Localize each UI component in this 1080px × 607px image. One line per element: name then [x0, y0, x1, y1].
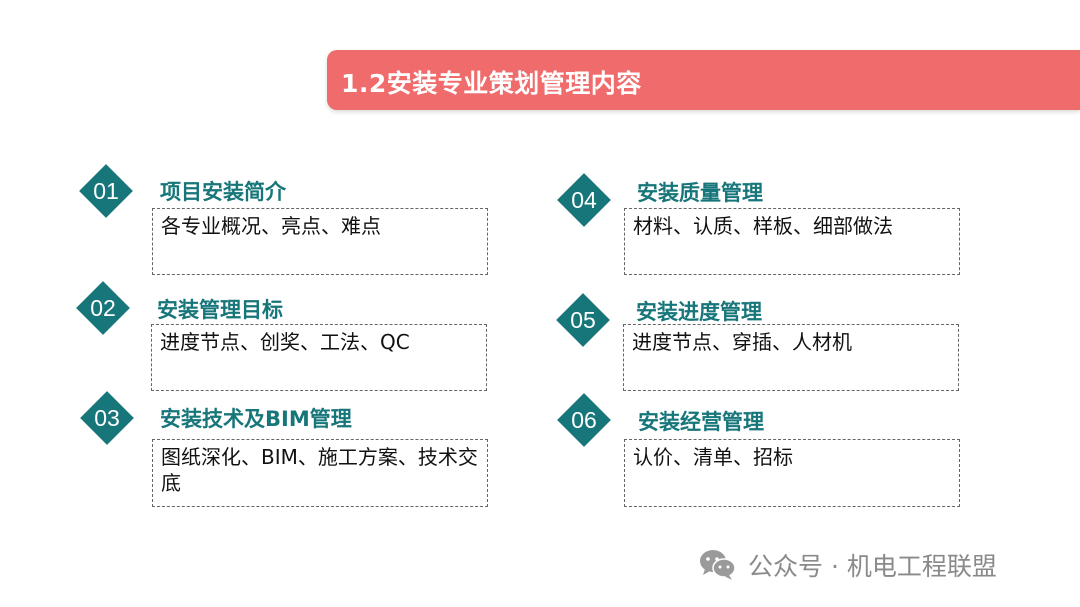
item-content-box-05: 进度节点、穿插、人材机 [623, 324, 959, 391]
wechat-icon [698, 548, 738, 582]
title-bar: 1.2安装专业策划管理内容 [327, 50, 1080, 110]
item-heading-02: 安装管理目标 [157, 298, 283, 322]
item-content-02: 进度节点、创奖、工法、QC [160, 330, 410, 354]
item-content-box-02: 进度节点、创奖、工法、QC [151, 324, 487, 391]
item-content-03: 图纸深化、BIM、施工方案、技术交底 [161, 445, 478, 495]
item-heading-04: 安装质量管理 [637, 181, 763, 205]
item-number-05: 05 [570, 307, 596, 333]
item-number-06: 06 [571, 407, 597, 433]
item-content-05: 进度节点、穿插、人材机 [632, 330, 852, 354]
item-content-box-06: 认价、清单、招标 [624, 439, 960, 507]
item-content-box-03: 图纸深化、BIM、施工方案、技术交底 [152, 439, 488, 507]
item-content-box-01: 各专业概况、亮点、难点 [152, 208, 488, 275]
item-heading-03: 安装技术及BIM管理 [160, 407, 352, 431]
page-title: 1.2安装专业策划管理内容 [341, 69, 642, 98]
item-heading-01: 项目安装简介 [160, 180, 286, 204]
item-content-04: 材料、认质、样板、细部做法 [633, 214, 893, 238]
footer-text: 公众号 · 机电工程联盟 [748, 552, 997, 581]
item-number-03: 03 [94, 405, 120, 431]
item-number-01: 01 [93, 178, 119, 204]
item-number-02: 02 [90, 295, 116, 321]
item-number-04: 04 [571, 187, 597, 213]
item-heading-05: 安装进度管理 [636, 300, 762, 324]
footer-watermark: 公众号 · 机电工程联盟 [698, 548, 997, 582]
item-content-06: 认价、清单、招标 [633, 445, 793, 469]
item-heading-06: 安装经营管理 [638, 410, 764, 434]
item-content-01: 各专业概况、亮点、难点 [161, 214, 381, 238]
item-content-box-04: 材料、认质、样板、细部做法 [624, 208, 960, 275]
